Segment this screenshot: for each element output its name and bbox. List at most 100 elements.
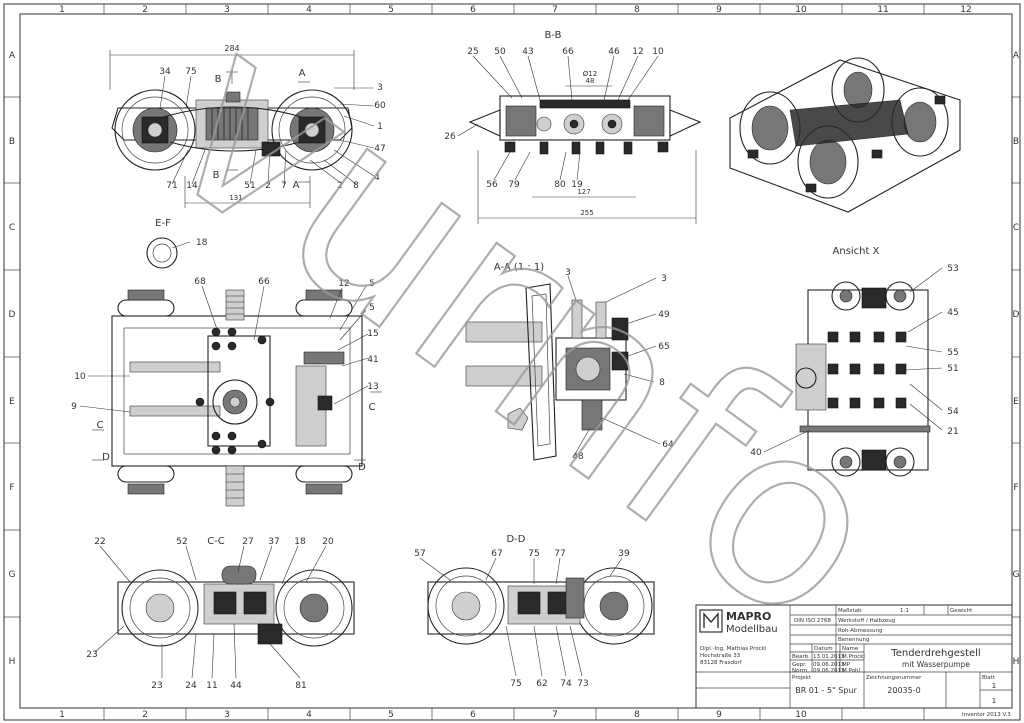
blatt-value: 1 [992, 682, 996, 690]
callout: 26 [444, 132, 456, 142]
callout: 81 [295, 681, 306, 691]
col-label: 10 [795, 710, 807, 720]
footer-text: Inventor 2013 V.3 [962, 712, 1011, 718]
col-label: 5 [388, 710, 394, 720]
callout: 48 [572, 452, 584, 462]
col-label: 7 [552, 710, 558, 720]
callout: 23 [86, 650, 97, 660]
section-label: D [358, 462, 366, 473]
company-name: Dipl.-Ing. Mathias Prockl [700, 646, 767, 652]
date-2: 09.06.2013 [813, 662, 845, 668]
dim-dia12: Ø12 [583, 70, 597, 78]
callout: 21 [947, 427, 958, 437]
col-label: 1 [59, 5, 65, 15]
callout: 62 [536, 679, 547, 689]
callout: 57 [414, 549, 425, 559]
callout: 60 [374, 101, 386, 111]
zeichnungsnr-label: Zeichnungsnummer [866, 675, 922, 681]
callout: 23 [151, 681, 162, 691]
section-aa: A-A (1 : 1) 3 3 49 65 8 64 48 [465, 262, 674, 462]
callout: 12 [338, 279, 349, 289]
callout: 20 [322, 537, 334, 547]
projekt-value: BR 01 - 5" Spur [795, 686, 857, 695]
col-label: 2 [142, 5, 148, 15]
section-label: A [293, 180, 300, 191]
row-label: H [1013, 657, 1020, 667]
callout: 66 [258, 277, 270, 287]
callout: 10 [652, 47, 664, 57]
callout: 64 [662, 440, 674, 450]
callout: 68 [194, 277, 206, 287]
callout: 51 [244, 181, 255, 191]
col-label: 9 [716, 710, 722, 720]
callout: 80 [554, 180, 566, 190]
col-label: 8 [634, 5, 640, 15]
name-3: M.Pohl [842, 668, 860, 674]
col-label: 12 [960, 5, 971, 15]
callout: 75 [185, 67, 196, 77]
dim-48: 48 [586, 77, 595, 85]
col-label: 7 [552, 5, 558, 15]
logo-icon [699, 609, 723, 633]
col-label: 10 [795, 5, 807, 15]
row-label: B [9, 137, 15, 147]
row-label: F [1013, 483, 1018, 493]
callout: 18 [196, 238, 208, 248]
logo-text: MAPRO [726, 610, 771, 623]
callout: 24 [185, 681, 197, 691]
callout: 41 [367, 355, 378, 365]
callout: 50 [494, 47, 506, 57]
callout: 56 [486, 180, 498, 190]
callout: 5 [369, 303, 375, 313]
col-label: 8 [634, 710, 640, 720]
callout: 27 [242, 537, 253, 547]
view-ansicht-x: Ansicht X 53 45 [750, 246, 959, 477]
callout: 51 [947, 364, 958, 374]
callout: 2 [265, 181, 271, 191]
werkstoff-label: Werkstoff / Halbzeug [838, 618, 895, 624]
zeichnungsnr-value: 20035-0 [887, 686, 920, 695]
callout: 54 [947, 407, 959, 417]
callout: 10 [74, 372, 86, 382]
col-label: 5 [388, 5, 394, 15]
row-label: G [1013, 570, 1020, 580]
col-label: 2 [142, 710, 148, 720]
massstab-value: 1:1 [900, 608, 909, 614]
view-title: B-B [545, 30, 562, 41]
row-label: E [1013, 397, 1019, 407]
benennung-label: Benennung [838, 637, 869, 643]
name-2: MP [842, 662, 851, 668]
section-label: D [102, 452, 110, 463]
gewicht-label: Gewicht [950, 608, 973, 614]
callout: 15 [367, 329, 378, 339]
col-label: 3 [224, 5, 230, 15]
drawing-title: Tenderdrehgestell [890, 648, 980, 659]
date-1: 13.01.2013 [813, 654, 845, 660]
norm-label: Norm [792, 668, 807, 674]
callout: 37 [268, 537, 279, 547]
callout: 19 [571, 180, 583, 190]
section-label: A [299, 68, 306, 79]
callout: 40 [750, 448, 762, 458]
row-label: A [9, 51, 16, 61]
callout: 77 [554, 549, 565, 559]
drawing-subtitle: mit Wasserpumpe [902, 660, 970, 669]
callout: 14 [186, 181, 198, 191]
section-label: C [97, 420, 104, 431]
callout: 11 [206, 681, 217, 691]
callout: 52 [176, 537, 187, 547]
callout: 43 [522, 47, 533, 57]
view-title: C-C [207, 536, 225, 547]
row-label: A [1013, 51, 1020, 61]
date-3: 09.06.2013 [813, 668, 845, 674]
dim-255: 255 [580, 209, 593, 217]
blatt-von: 1 [992, 697, 996, 705]
datum-label: Datum [814, 646, 833, 652]
callout: 45 [947, 308, 958, 318]
row-label: E [9, 397, 15, 407]
callout: 49 [658, 310, 670, 320]
col-label: 11 [877, 5, 888, 15]
callout: 55 [947, 348, 958, 358]
col-label: 6 [470, 5, 476, 15]
section-dd: D-D 57 67 75 77 39 75 62 74 73 [414, 534, 655, 689]
